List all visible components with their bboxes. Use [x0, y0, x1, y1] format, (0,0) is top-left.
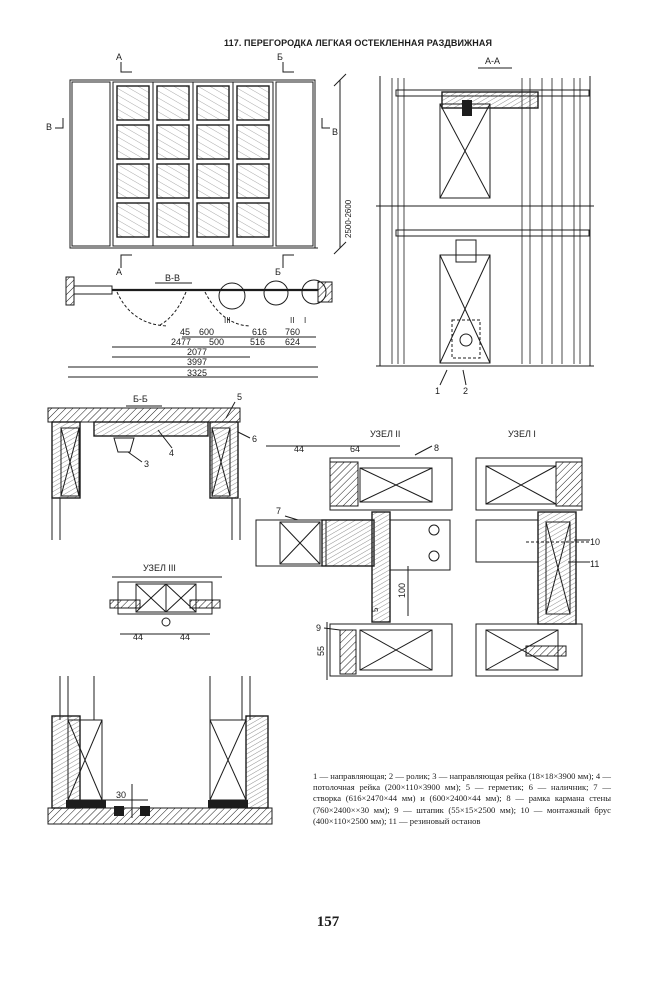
callout-1: 1 — [435, 386, 440, 396]
plan-section-v-v: В-В III II I 45 600 616 760 2477 500 516… — [65, 273, 333, 378]
dim-5: 5 — [371, 607, 380, 612]
glazed-leaves — [112, 81, 274, 247]
glass-pane — [116, 85, 150, 121]
section-mark-b-bottom: Б — [275, 267, 281, 277]
glass-pane — [116, 202, 150, 238]
glass-pane — [156, 124, 190, 160]
callout-6: 6 — [252, 434, 257, 444]
dim-64-top: 64 — [350, 444, 360, 454]
dim-2477: 2477 — [171, 337, 191, 347]
glass-pane — [236, 124, 270, 160]
callout-4: 4 — [169, 448, 174, 458]
glass-pane — [116, 163, 150, 199]
page-number: 157 — [316, 914, 340, 930]
section-title-aa: А-А — [485, 56, 500, 66]
node-iii: УЗЕЛ III 44 44 — [109, 563, 222, 642]
section-mark-a-top: А — [116, 52, 122, 62]
node-title-iii: УЗЕЛ III — [143, 563, 176, 573]
dim-44-right: 44 — [180, 632, 190, 642]
bottom-section: 30 — [47, 676, 273, 825]
section-mark-a-bottom: А — [116, 267, 122, 277]
callout-2: 2 — [463, 386, 468, 396]
glass-panes — [116, 85, 270, 238]
wall-boards — [391, 78, 581, 364]
callout-8: 8 — [434, 443, 439, 453]
plan-dimension-lines — [68, 336, 318, 378]
section-title-vv: В-В — [165, 273, 180, 283]
roman-mark-iii: III — [224, 316, 231, 325]
figure-legend: 1 — направляющая; 2 — ролик; 3 — направл… — [313, 771, 611, 826]
glass-pane — [236, 202, 270, 238]
callout-7: 7 — [276, 506, 281, 516]
glass-pane — [236, 163, 270, 199]
callout-3: 3 — [144, 459, 149, 469]
glass-pane — [156, 85, 190, 121]
dim-600: 600 — [199, 327, 214, 337]
section-mark-v-right: В — [332, 127, 338, 137]
dim-500: 500 — [209, 337, 224, 347]
callout-9: 9 — [316, 623, 321, 633]
glass-pane — [196, 124, 230, 160]
section-mark-b-top: Б — [277, 52, 283, 62]
callout-5: 5 — [237, 392, 242, 402]
glass-pane — [236, 85, 270, 121]
glass-pane — [196, 163, 230, 199]
section-title-bb: Б-Б — [133, 394, 148, 404]
dim-3325: 3325 — [187, 368, 207, 378]
section-b-b: Б-Б 3 4 5 6 — [47, 392, 257, 540]
dim-30: 30 — [116, 790, 126, 800]
callout-11: 11 — [590, 559, 599, 569]
glass-pane — [156, 202, 190, 238]
node-title-ii: УЗЕЛ II — [370, 429, 400, 439]
node-i: УЗЕЛ I 10 11 — [475, 429, 600, 677]
dim-100: 100 — [397, 583, 407, 598]
height-dimension: 2500-2600 — [344, 199, 353, 238]
glass-pane — [156, 163, 190, 199]
dim-624: 624 — [285, 337, 300, 347]
node-title-i: УЗЕЛ I — [508, 429, 536, 439]
glass-pane — [116, 124, 150, 160]
roman-mark-i: I — [304, 316, 306, 325]
dim-44-left: 44 — [133, 632, 143, 642]
page-title: 117. ПЕРЕГОРОДКА ЛЕГКАЯ ОСТЕКЛЕННАЯ РАЗД… — [224, 38, 492, 48]
dim-45: 45 — [180, 327, 190, 337]
roman-mark-ii: II — [290, 316, 294, 325]
section-a-a: А-А 1 2 — [376, 56, 594, 396]
elevation-view: А А Б Б В В 2500-2600 — [46, 52, 353, 277]
glass-pane — [196, 85, 230, 121]
dim-516: 516 — [250, 337, 265, 347]
dim-3997: 3997 — [187, 357, 207, 367]
glass-pane — [196, 202, 230, 238]
callout-10: 10 — [590, 537, 600, 547]
dim-760: 760 — [285, 327, 300, 337]
dim-616: 616 — [252, 327, 267, 337]
section-mark-v-left: В — [46, 122, 52, 132]
dim-2077: 2077 — [187, 347, 207, 357]
dim-44-top: 44 — [294, 444, 304, 454]
node-ii: УЗЕЛ II 44 64 100 5 55 7 8 9 — [255, 429, 453, 680]
dim-55: 55 — [316, 646, 326, 656]
